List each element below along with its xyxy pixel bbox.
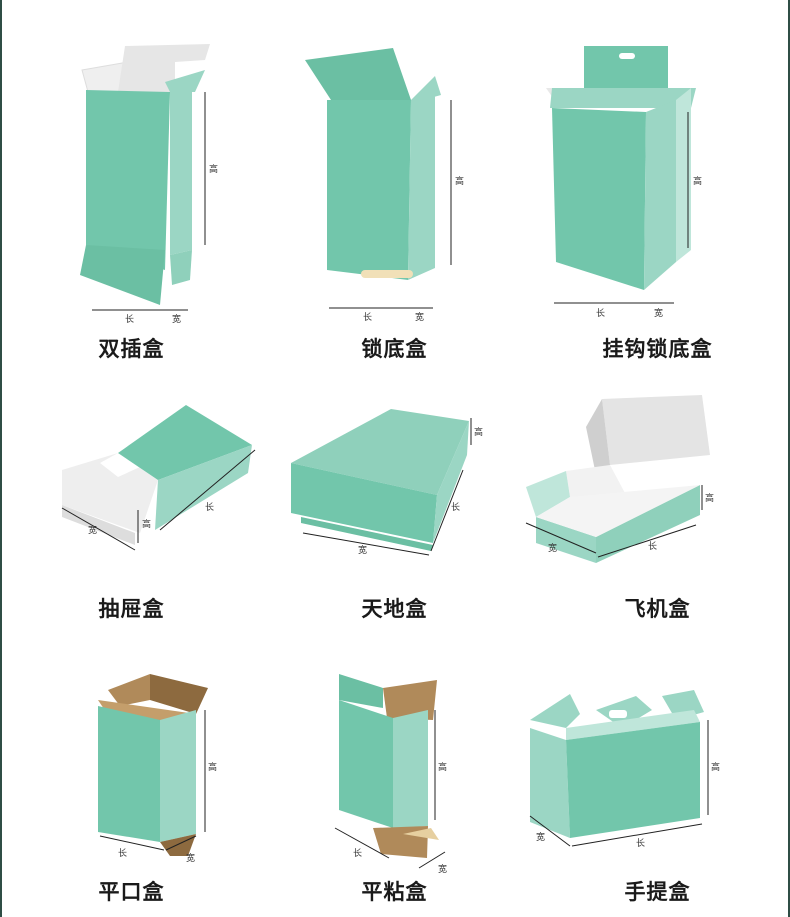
- height-label: 高: [474, 426, 483, 438]
- height-label: 高: [142, 518, 151, 530]
- width-label: 宽: [88, 524, 97, 536]
- flat-glued-box-illustration: 高 长 宽: [334, 674, 447, 875]
- box-cell-lock-bottom: 高 长 宽 锁底盒: [263, 0, 526, 361]
- box-name: 抽屉盒: [98, 597, 165, 621]
- length-label: 长: [636, 837, 645, 849]
- lid-base-box-illustration: 宽 长 高: [291, 409, 483, 556]
- box-name: 平粘盒: [361, 880, 428, 904]
- box-cell-mailer: 宽 长 高 飞机盒: [525, 305, 789, 621]
- length-label: 长: [205, 501, 214, 513]
- height-label: 高: [711, 761, 720, 773]
- length-label: 长: [118, 847, 127, 859]
- tuck-end-box-illustration: 高 长 宽: [80, 44, 218, 325]
- box-name: 锁底盒: [361, 337, 428, 361]
- width-label: 宽: [548, 542, 557, 554]
- height-label: 高: [693, 175, 702, 187]
- height-label: 高: [455, 175, 464, 187]
- box-cell-open-mouth: 高 长 宽 平口盒: [0, 610, 263, 915]
- height-label: 高: [209, 163, 218, 175]
- box-cell-lid-base: 宽 长 高 天地盒: [263, 305, 526, 621]
- length-label: 长: [648, 540, 657, 552]
- box-cell-flat-glued: 高 长 宽 平粘盒: [263, 610, 526, 915]
- length-label: 长: [363, 311, 372, 323]
- width-label: 宽: [438, 863, 447, 875]
- lock-bottom-box-illustration: 高 长 宽: [305, 48, 464, 323]
- drawer-box-illustration: 宽 高 长: [61, 405, 256, 551]
- box-name: 手提盒: [624, 880, 691, 904]
- length-label: 长: [451, 501, 460, 513]
- box-name: 挂钩锁底盒: [602, 337, 713, 361]
- width-label: 宽: [654, 307, 663, 319]
- height-label: 高: [438, 761, 447, 773]
- box-cell-drawer: 宽 高 长 抽屉盒: [0, 305, 263, 621]
- height-label: 高: [705, 492, 714, 504]
- box-name: 双插盒: [98, 337, 165, 361]
- open-mouth-box-illustration: 高 长 宽: [98, 674, 217, 864]
- width-label: 宽: [186, 852, 195, 864]
- length-label: 长: [125, 313, 134, 325]
- width-label: 宽: [536, 831, 545, 843]
- carry-handle-box-illustration: 高 宽 长: [529, 690, 720, 849]
- box-name: 天地盒: [361, 597, 428, 621]
- box-cell-hang-hook: 高 长 宽 挂钩锁底盒: [526, 0, 789, 361]
- width-label: 宽: [358, 544, 367, 556]
- box-cell-carry-handle: 高 宽 长 手提盒: [526, 610, 789, 915]
- width-label: 宽: [415, 311, 424, 323]
- box-name: 平口盒: [98, 880, 165, 904]
- box-cell-tuck-end: 高 长 宽 双插盒: [0, 0, 263, 361]
- height-label: 高: [208, 761, 217, 773]
- length-label: 长: [353, 847, 362, 859]
- box-name: 飞机盒: [624, 597, 691, 621]
- length-label: 长: [596, 307, 605, 319]
- width-label: 宽: [172, 313, 181, 325]
- mailer-box-illustration: 宽 长 高: [525, 395, 714, 563]
- hang-hook-box-illustration: 高 长 宽: [546, 46, 702, 319]
